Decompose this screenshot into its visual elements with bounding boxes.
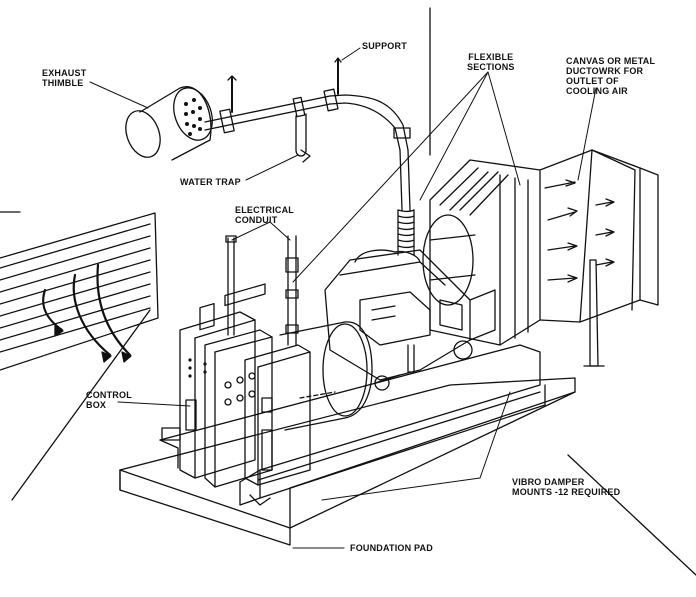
support-label: SUPPORT [362, 41, 407, 51]
flexible-sections-label-line2: SECTIONS [467, 62, 515, 72]
engine [324, 249, 496, 391]
foundation-pad-label: FOUNDATION PAD [350, 543, 433, 553]
electrical-conduit-label-line1: ELECTRICAL [235, 205, 294, 215]
ductwork-label-line4: COOLING AIR [566, 86, 628, 96]
flexible-section [397, 209, 415, 256]
exhaust-thimble-label: EXHAUST THIMBLE [42, 68, 86, 88]
ductwork-label-line1: CANVAS OR METAL [566, 56, 656, 66]
vibro-damper-label: VIBRO DAMPER MOUNTS -12 REQUIRED [512, 477, 620, 497]
skid-base [159, 344, 546, 506]
exhaust-thimble [125, 86, 213, 161]
exhaust-thimble-label-line2: THIMBLE [42, 78, 84, 88]
control-box [179, 283, 311, 488]
control-box-label: CONTROL BOX [86, 390, 132, 410]
flexible-sections-label-line1: FLEXIBLE [468, 52, 514, 62]
cooling-air-duct [539, 149, 659, 367]
ductwork-label-line3: OUTLET OF [566, 76, 619, 86]
water-trap-label: WATER TRAP [180, 177, 241, 187]
control-box-label-line1: CONTROL [86, 390, 132, 400]
flexible-sections-label: FLEXIBLE SECTIONS [467, 52, 515, 72]
electrical-conduit-label-line2: CONDUIT [235, 215, 278, 225]
control-box-label-line2: BOX [86, 400, 107, 410]
exhaust-thimble-label-line1: EXHAUST [42, 68, 87, 78]
ductwork-label: CANVAS OR METAL DUCTOWRK FOR OUTLET OF C… [566, 56, 655, 96]
exhaust-pipe [204, 57, 411, 211]
vibro-damper-label-line1: VIBRO DAMPER [512, 477, 585, 487]
ductwork-label-line2: DUCTOWRK FOR [566, 66, 644, 76]
leader-lines [89, 47, 597, 549]
foundation-pad [119, 377, 576, 546]
wall-louver [0, 212, 159, 371]
generator [279, 321, 373, 431]
electrical-conduit-label: ELECTRICAL CONDUIT [235, 205, 294, 225]
vibro-damper-label-line2: MOUNTS -12 REQUIRED [512, 487, 621, 497]
electrical-conduit [225, 235, 299, 346]
